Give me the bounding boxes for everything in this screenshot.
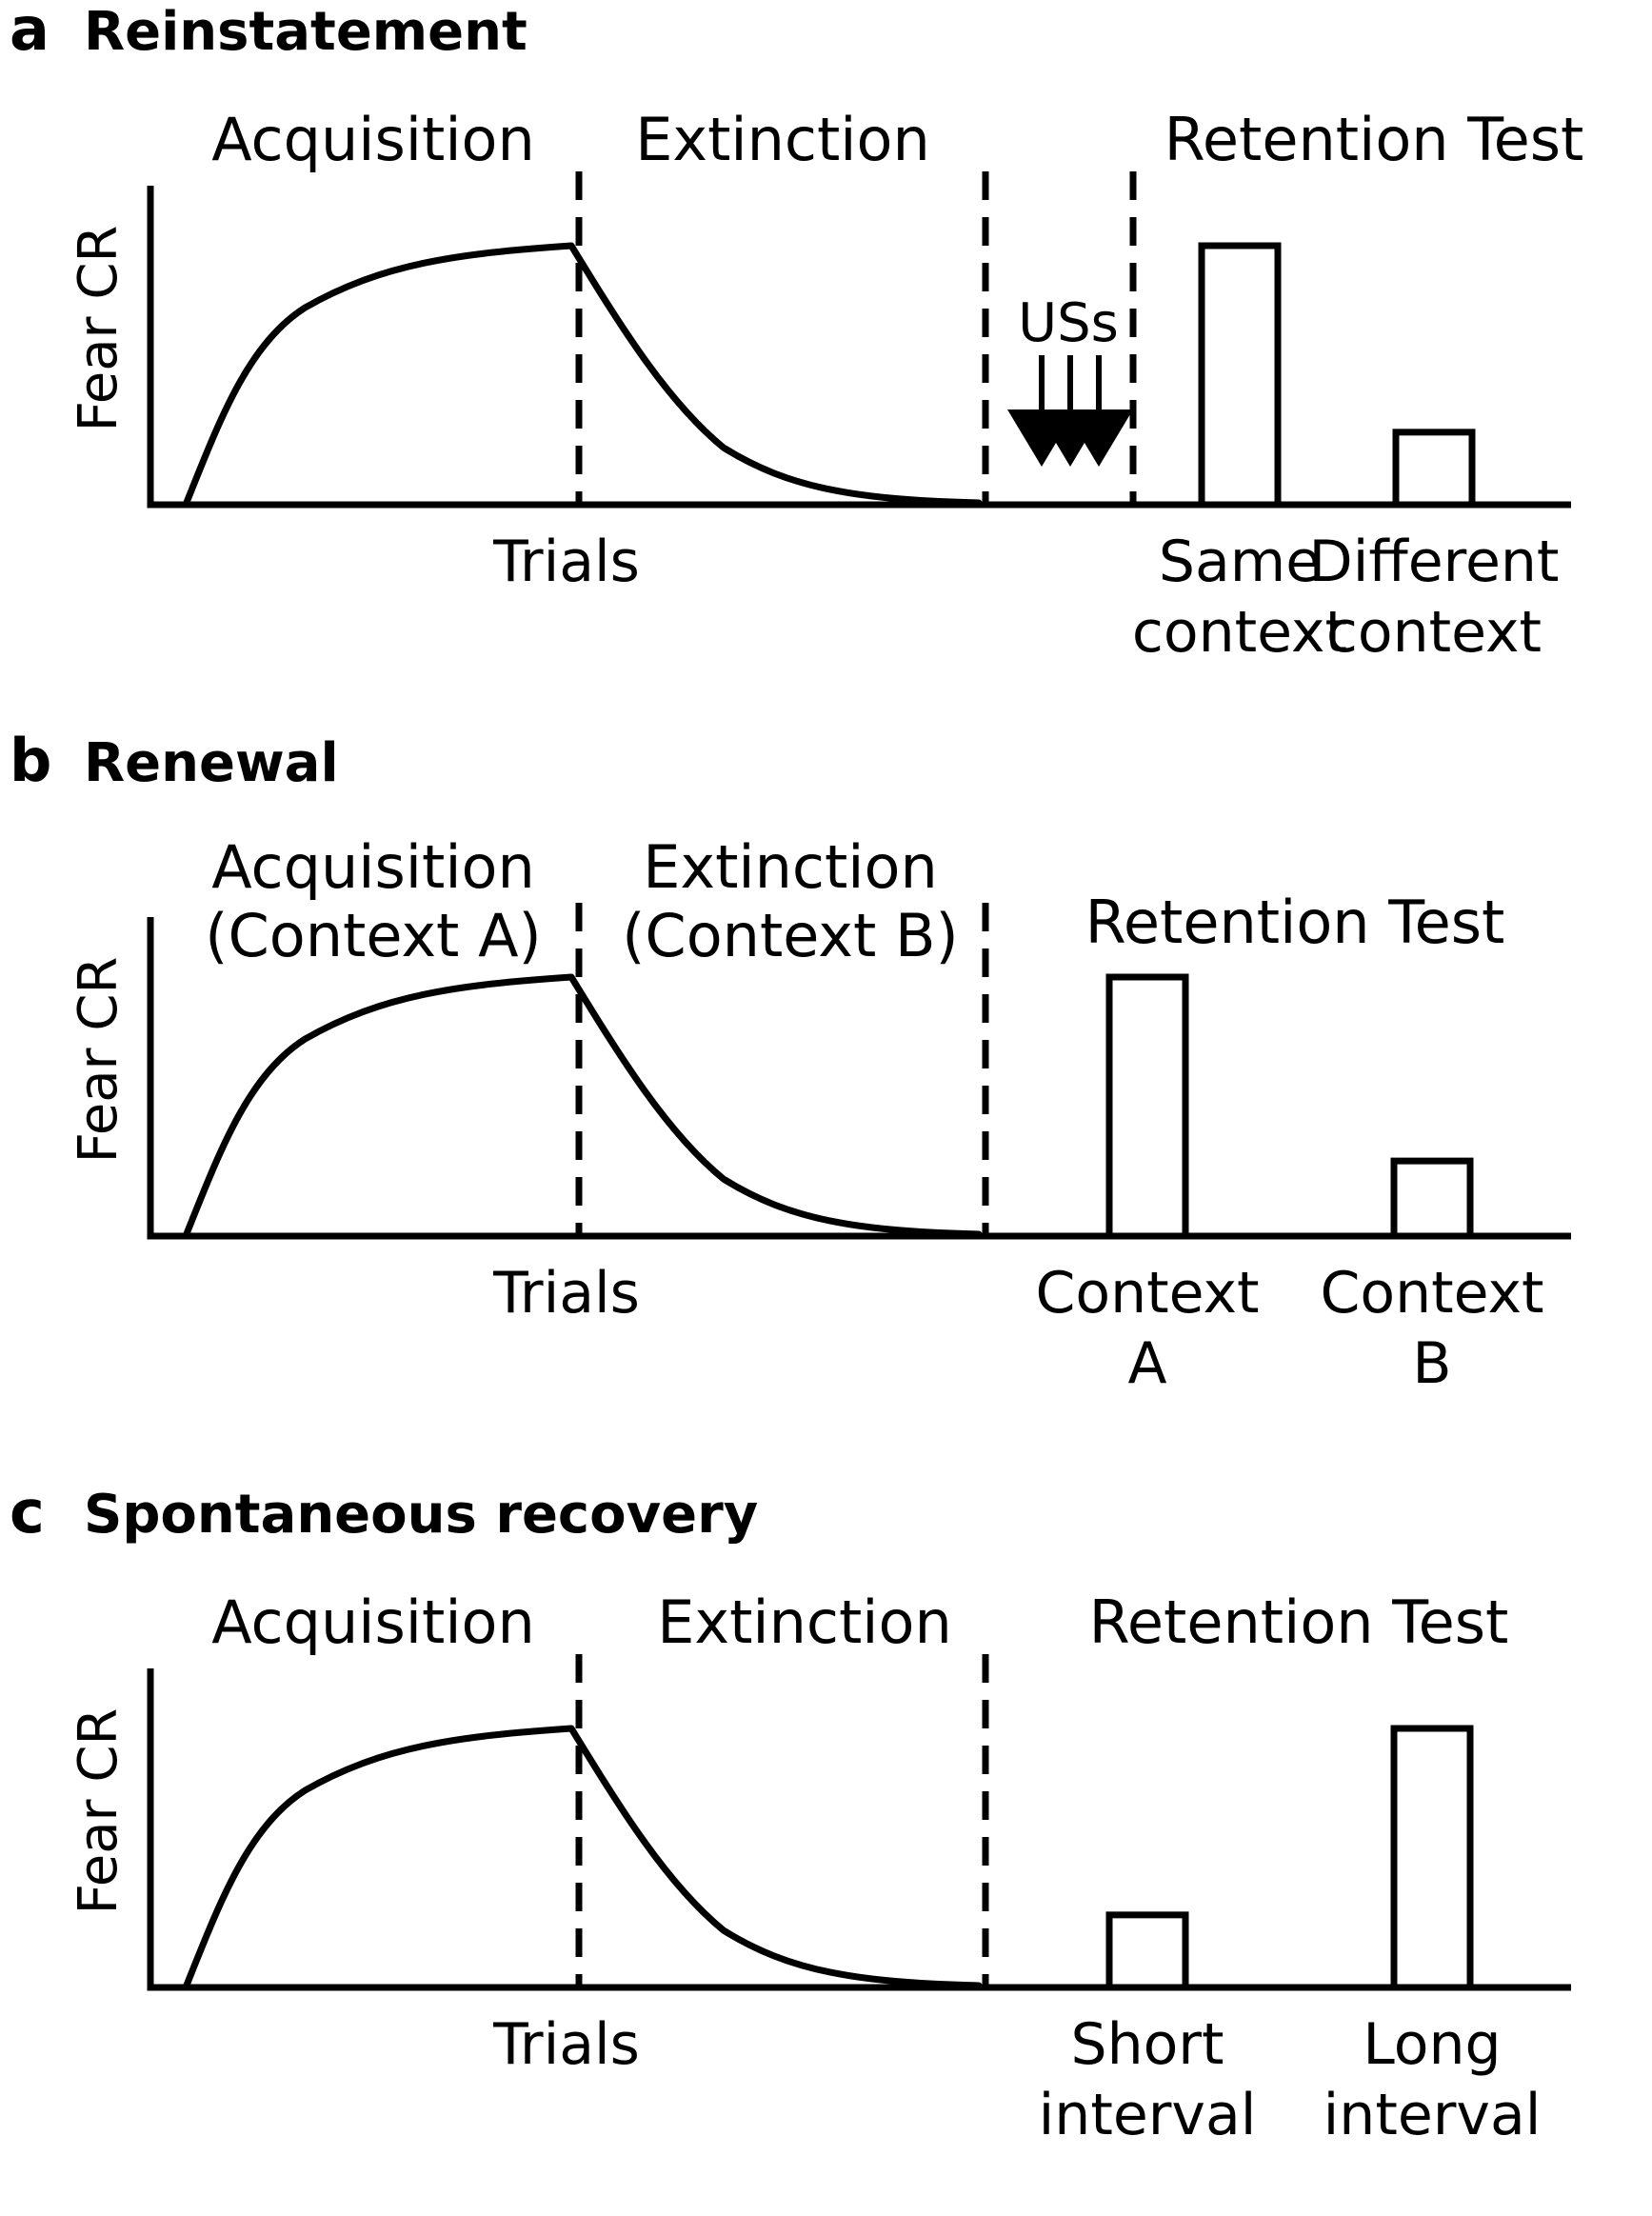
phase-acquisition-label: Acquisition [211,105,535,174]
bar-label: Same [1159,529,1321,595]
panel-title: Reinstatement [84,1,527,63]
bar-label: Context [1320,1260,1543,1327]
axis-lines [147,917,1571,1240]
bar-label: A [1127,1330,1166,1397]
phase-acquisition-label: Acquisition [211,1587,535,1657]
bar-label: Different [1309,529,1560,595]
phase-retention-test-label: Retention Test [1089,1587,1509,1657]
phase-extinction-label: Extinction [657,1587,952,1657]
phase-acquisition-label: Acquisition [211,832,535,902]
bar-label: Short [1070,2011,1224,2078]
bar-label: Long [1363,2011,1501,2078]
phase-extinction-label: (Context B) [622,901,959,970]
y-axis-label: Fear CR [68,226,129,432]
us-arrow-head [1065,409,1133,467]
fear-response-curve [182,973,983,1240]
phase-acquisition-label: (Context A) [205,901,541,970]
bar-label: Context [1035,1260,1259,1327]
panel-title: Spontaneous recovery [84,1484,758,1546]
fear-response-curve [182,1725,983,1991]
retention-bar [1390,1725,1474,1991]
panel-letter: a [10,0,50,64]
panel-letter: b [10,726,51,795]
retention-bar [1105,973,1189,1240]
retention-bar [1392,429,1476,509]
panel-title: Renewal [84,732,339,794]
uss-label: USs [1018,292,1119,354]
bar-label: interval [1324,2082,1542,2148]
phase-retention-test-label: Retention Test [1085,888,1505,957]
phase-retention-test-label: Retention Test [1164,105,1584,174]
panel-letter: c [10,1477,45,1547]
bar-label: context [1326,599,1542,666]
x-axis-label: Trials [492,1260,640,1327]
phase-extinction-label: Extinction [635,105,930,174]
retention-bar [1390,1157,1474,1240]
x-axis-label: Trials [492,2011,640,2078]
x-axis-label: Trials [492,529,640,595]
bar-label: context [1132,599,1347,666]
retention-bar [1198,242,1282,509]
fear-response-curve [182,242,983,509]
phase-extinction-label: Extinction [643,832,938,902]
axis-lines [147,186,1571,509]
bar-label: B [1412,1330,1451,1397]
axis-lines [147,1668,1571,1991]
retention-bar [1105,1911,1189,1991]
bar-label: interval [1039,2082,1257,2148]
y-axis-label: Fear CR [68,957,129,1164]
y-axis-label: Fear CR [68,1708,129,1915]
